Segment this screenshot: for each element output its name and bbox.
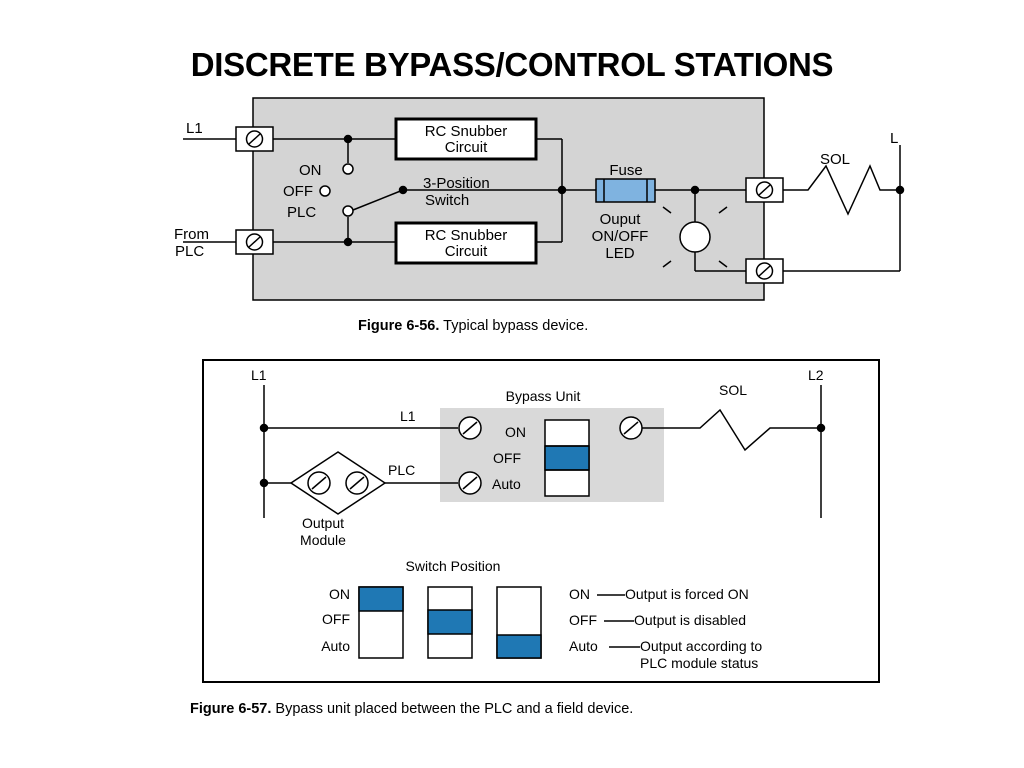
label-unit-auto: Auto	[492, 476, 521, 492]
label-plc: PLC	[175, 243, 204, 260]
label-switch-1: 3-Position	[423, 175, 490, 192]
label-rc-top-2: Circuit	[445, 139, 488, 156]
switch-position-auto	[496, 586, 542, 659]
label-sol-57: SOL	[719, 382, 747, 398]
label-bypass-unit: Bypass Unit	[506, 388, 581, 404]
caption-57-text: Bypass unit placed between the PLC and a…	[271, 701, 633, 717]
caption-56-text: Typical bypass device.	[439, 318, 588, 334]
label-led-3: LED	[605, 245, 634, 262]
desc-auto-text-1: Output according to	[640, 638, 762, 654]
switch-contact-plc	[342, 205, 354, 217]
label-unit-off: OFF	[493, 450, 521, 466]
switch-position-off	[427, 586, 473, 659]
label-switch-2: Switch	[425, 192, 469, 209]
label-rc-bottom-2: Circuit	[445, 243, 488, 260]
label-switch-position: Switch Position	[406, 558, 501, 574]
terminal-out-bottom	[745, 258, 784, 284]
label-l1: L1	[186, 120, 203, 137]
sol-coil-57	[642, 408, 821, 452]
rc-snubber-top	[394, 117, 538, 161]
figure-6-56-labels: L1 From PLC RC Snubber Circuit RC Snubbe…	[174, 120, 898, 262]
label-rail-l2: L2	[808, 367, 824, 383]
label-pos-plc: PLC	[287, 204, 316, 221]
label-output-module-2: Module	[300, 532, 346, 548]
terminal-l1	[235, 126, 274, 152]
figure-6-57-labels: L1 L2 L1 PLC Bypass Unit ON OFF Auto SOL…	[251, 367, 824, 671]
legend-on: ON	[329, 586, 350, 602]
label-pos-off: OFF	[283, 183, 313, 200]
caption-56-label: Figure 6-56.	[358, 318, 439, 334]
switch-contact-on	[342, 163, 354, 175]
fuse	[595, 178, 656, 203]
label-led-1: Ouput	[600, 211, 642, 228]
label-output-module-1: Output	[302, 515, 344, 531]
desc-on-text: Output is forced ON	[625, 586, 749, 602]
label-wire-plc: PLC	[388, 462, 415, 478]
unit-terminal-l1	[458, 416, 482, 440]
figure-6-56	[183, 97, 905, 301]
desc-on-key: ON	[569, 586, 590, 602]
label-right-l: L	[890, 130, 898, 147]
unit-terminal-out	[619, 416, 643, 440]
terminal-out-top	[745, 177, 784, 203]
unit-switch-slider	[544, 445, 590, 471]
unit-terminal-plc	[458, 471, 482, 495]
figure-6-57	[202, 359, 880, 683]
figure-6-56-caption: Figure 6-56. Typical bypass device.	[358, 318, 588, 334]
unit-switch	[544, 419, 590, 497]
led-indicator	[662, 206, 728, 268]
label-sol: SOL	[820, 151, 850, 168]
label-wire-l1: L1	[400, 408, 416, 424]
label-led-2: ON/OFF	[592, 228, 649, 245]
switch-position-on	[358, 586, 404, 659]
desc-off-text: Output is disabled	[634, 612, 746, 628]
label-fuse: Fuse	[609, 162, 642, 179]
output-module	[289, 451, 387, 515]
sol-coil	[783, 164, 900, 216]
desc-off-key: OFF	[569, 612, 597, 628]
rc-snubber-bottom	[394, 221, 538, 265]
label-from: From	[174, 226, 209, 243]
caption-57-label: Figure 6-57.	[190, 701, 271, 717]
legend-auto: Auto	[321, 638, 350, 654]
page-title: DISCRETE BYPASS/CONTROL STATIONS	[190, 46, 834, 83]
label-rc-top-1: RC Snubber	[425, 123, 508, 140]
label-rail-l1: L1	[251, 367, 267, 383]
label-unit-on: ON	[505, 424, 526, 440]
desc-auto-text-2: PLC module status	[640, 655, 758, 671]
label-pos-on: ON	[299, 162, 322, 179]
switch-contact-off	[319, 185, 331, 197]
desc-auto-key: Auto	[569, 638, 598, 654]
legend-off: OFF	[322, 611, 350, 627]
terminal-from-plc	[235, 229, 274, 255]
figure-6-57-caption: Figure 6-57. Bypass unit placed between …	[190, 701, 633, 717]
label-rc-bottom-1: RC Snubber	[425, 227, 508, 244]
